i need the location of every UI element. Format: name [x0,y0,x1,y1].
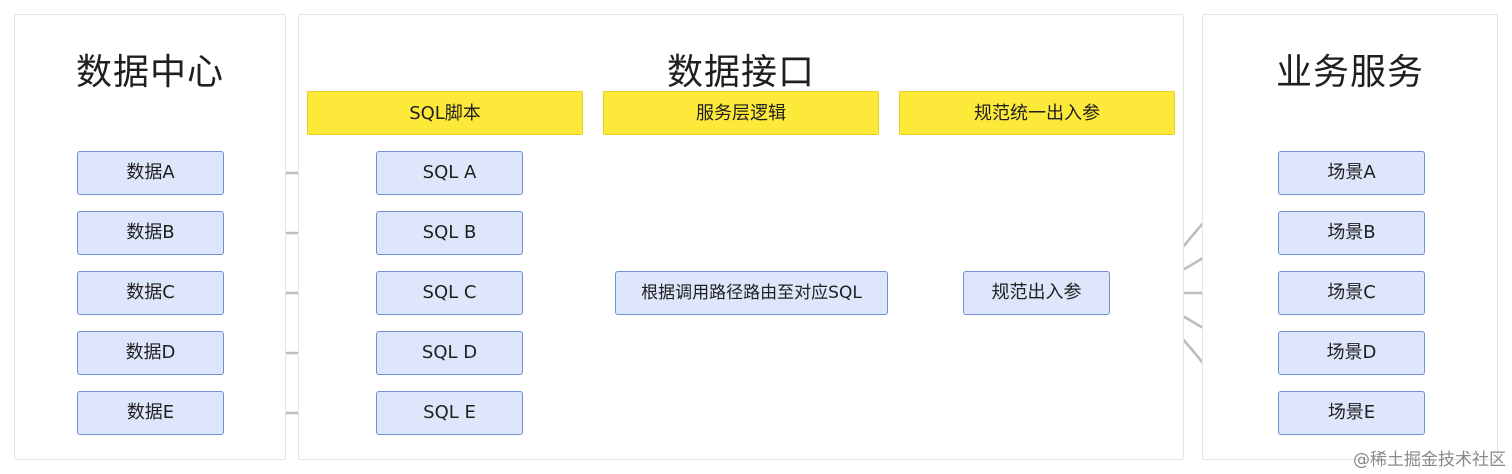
scene-node: 场景C [1278,271,1425,315]
sql-node: SQL D [376,331,523,375]
data-interface-title: 数据接口 [666,52,815,93]
layer-io-spec: 规范统一出入参 [899,91,1175,135]
spec-node: 规范出入参 [963,271,1110,315]
data-node: 数据E [77,391,224,435]
watermark: @稀土掘金技术社区 [1353,450,1506,470]
layer-sql-script: SQL脚本 [307,91,583,135]
sql-node: SQL A [376,151,523,195]
layer-service-logic: 服务层逻辑 [603,91,879,135]
sql-node: SQL B [376,211,523,255]
business-service-title: 业务服务 [1275,52,1424,93]
scene-node: 场景D [1278,331,1425,375]
sql-node: SQL E [376,391,523,435]
data-node: 数据B [77,211,224,255]
sql-node: SQL C [376,271,523,315]
data-node: 数据A [77,151,224,195]
data-center-title: 数据中心 [75,52,224,93]
data-node: 数据D [77,331,224,375]
scene-node: 场景B [1278,211,1425,255]
data-node: 数据C [77,271,224,315]
scene-node: 场景E [1278,391,1425,435]
scene-node: 场景A [1278,151,1425,195]
router-node: 根据调用路径路由至对应SQL [615,271,888,315]
